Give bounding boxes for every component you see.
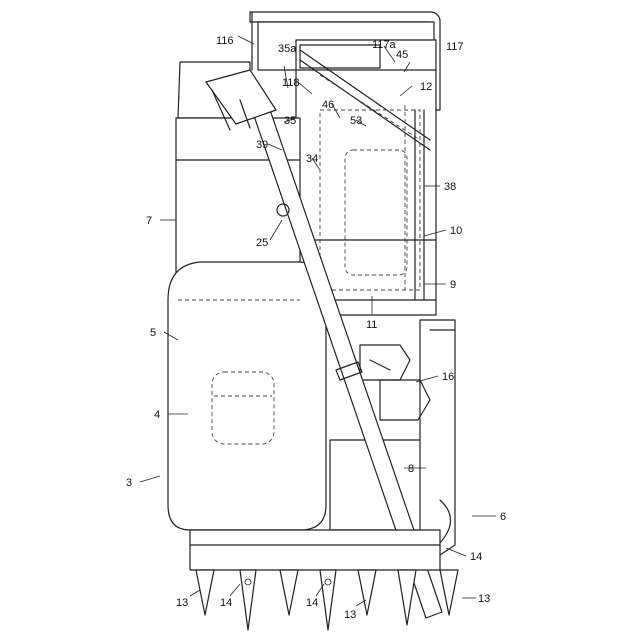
label-5: 5 <box>150 327 156 339</box>
label-46: 46 <box>322 99 334 111</box>
label-7: 7 <box>146 215 152 227</box>
label-35a: 35a <box>278 43 297 55</box>
label-53: 53 <box>350 115 362 127</box>
label-9: 9 <box>450 279 456 291</box>
label-11: 11 <box>366 319 377 331</box>
label-39: 39 <box>256 139 268 151</box>
label-25: 25 <box>256 237 268 249</box>
label-117a: 117a <box>372 39 397 51</box>
label-34: 34 <box>306 153 318 165</box>
label-12: 12 <box>420 81 432 93</box>
label-35: 35 <box>284 115 296 127</box>
label-3: 3 <box>126 477 132 489</box>
label-38: 38 <box>444 181 456 193</box>
label-14-mid: 14 <box>306 597 318 609</box>
label-16: 16 <box>442 371 454 383</box>
label-4: 4 <box>154 409 160 421</box>
label-45: 45 <box>396 49 408 61</box>
label-6: 6 <box>500 511 506 523</box>
label-13-mid: 13 <box>344 609 356 621</box>
label-10: 10 <box>450 225 462 237</box>
label-14-right: 14 <box>470 551 482 563</box>
label-8: 8 <box>408 463 414 475</box>
label-118: 118 <box>282 77 300 89</box>
label-13-right: 13 <box>478 593 490 605</box>
label-116: 116 <box>216 35 234 47</box>
label-13-left: 13 <box>176 597 188 609</box>
cabin-5 <box>168 262 326 530</box>
label-14-left: 14 <box>220 597 232 609</box>
label-117: 117 <box>446 41 464 53</box>
